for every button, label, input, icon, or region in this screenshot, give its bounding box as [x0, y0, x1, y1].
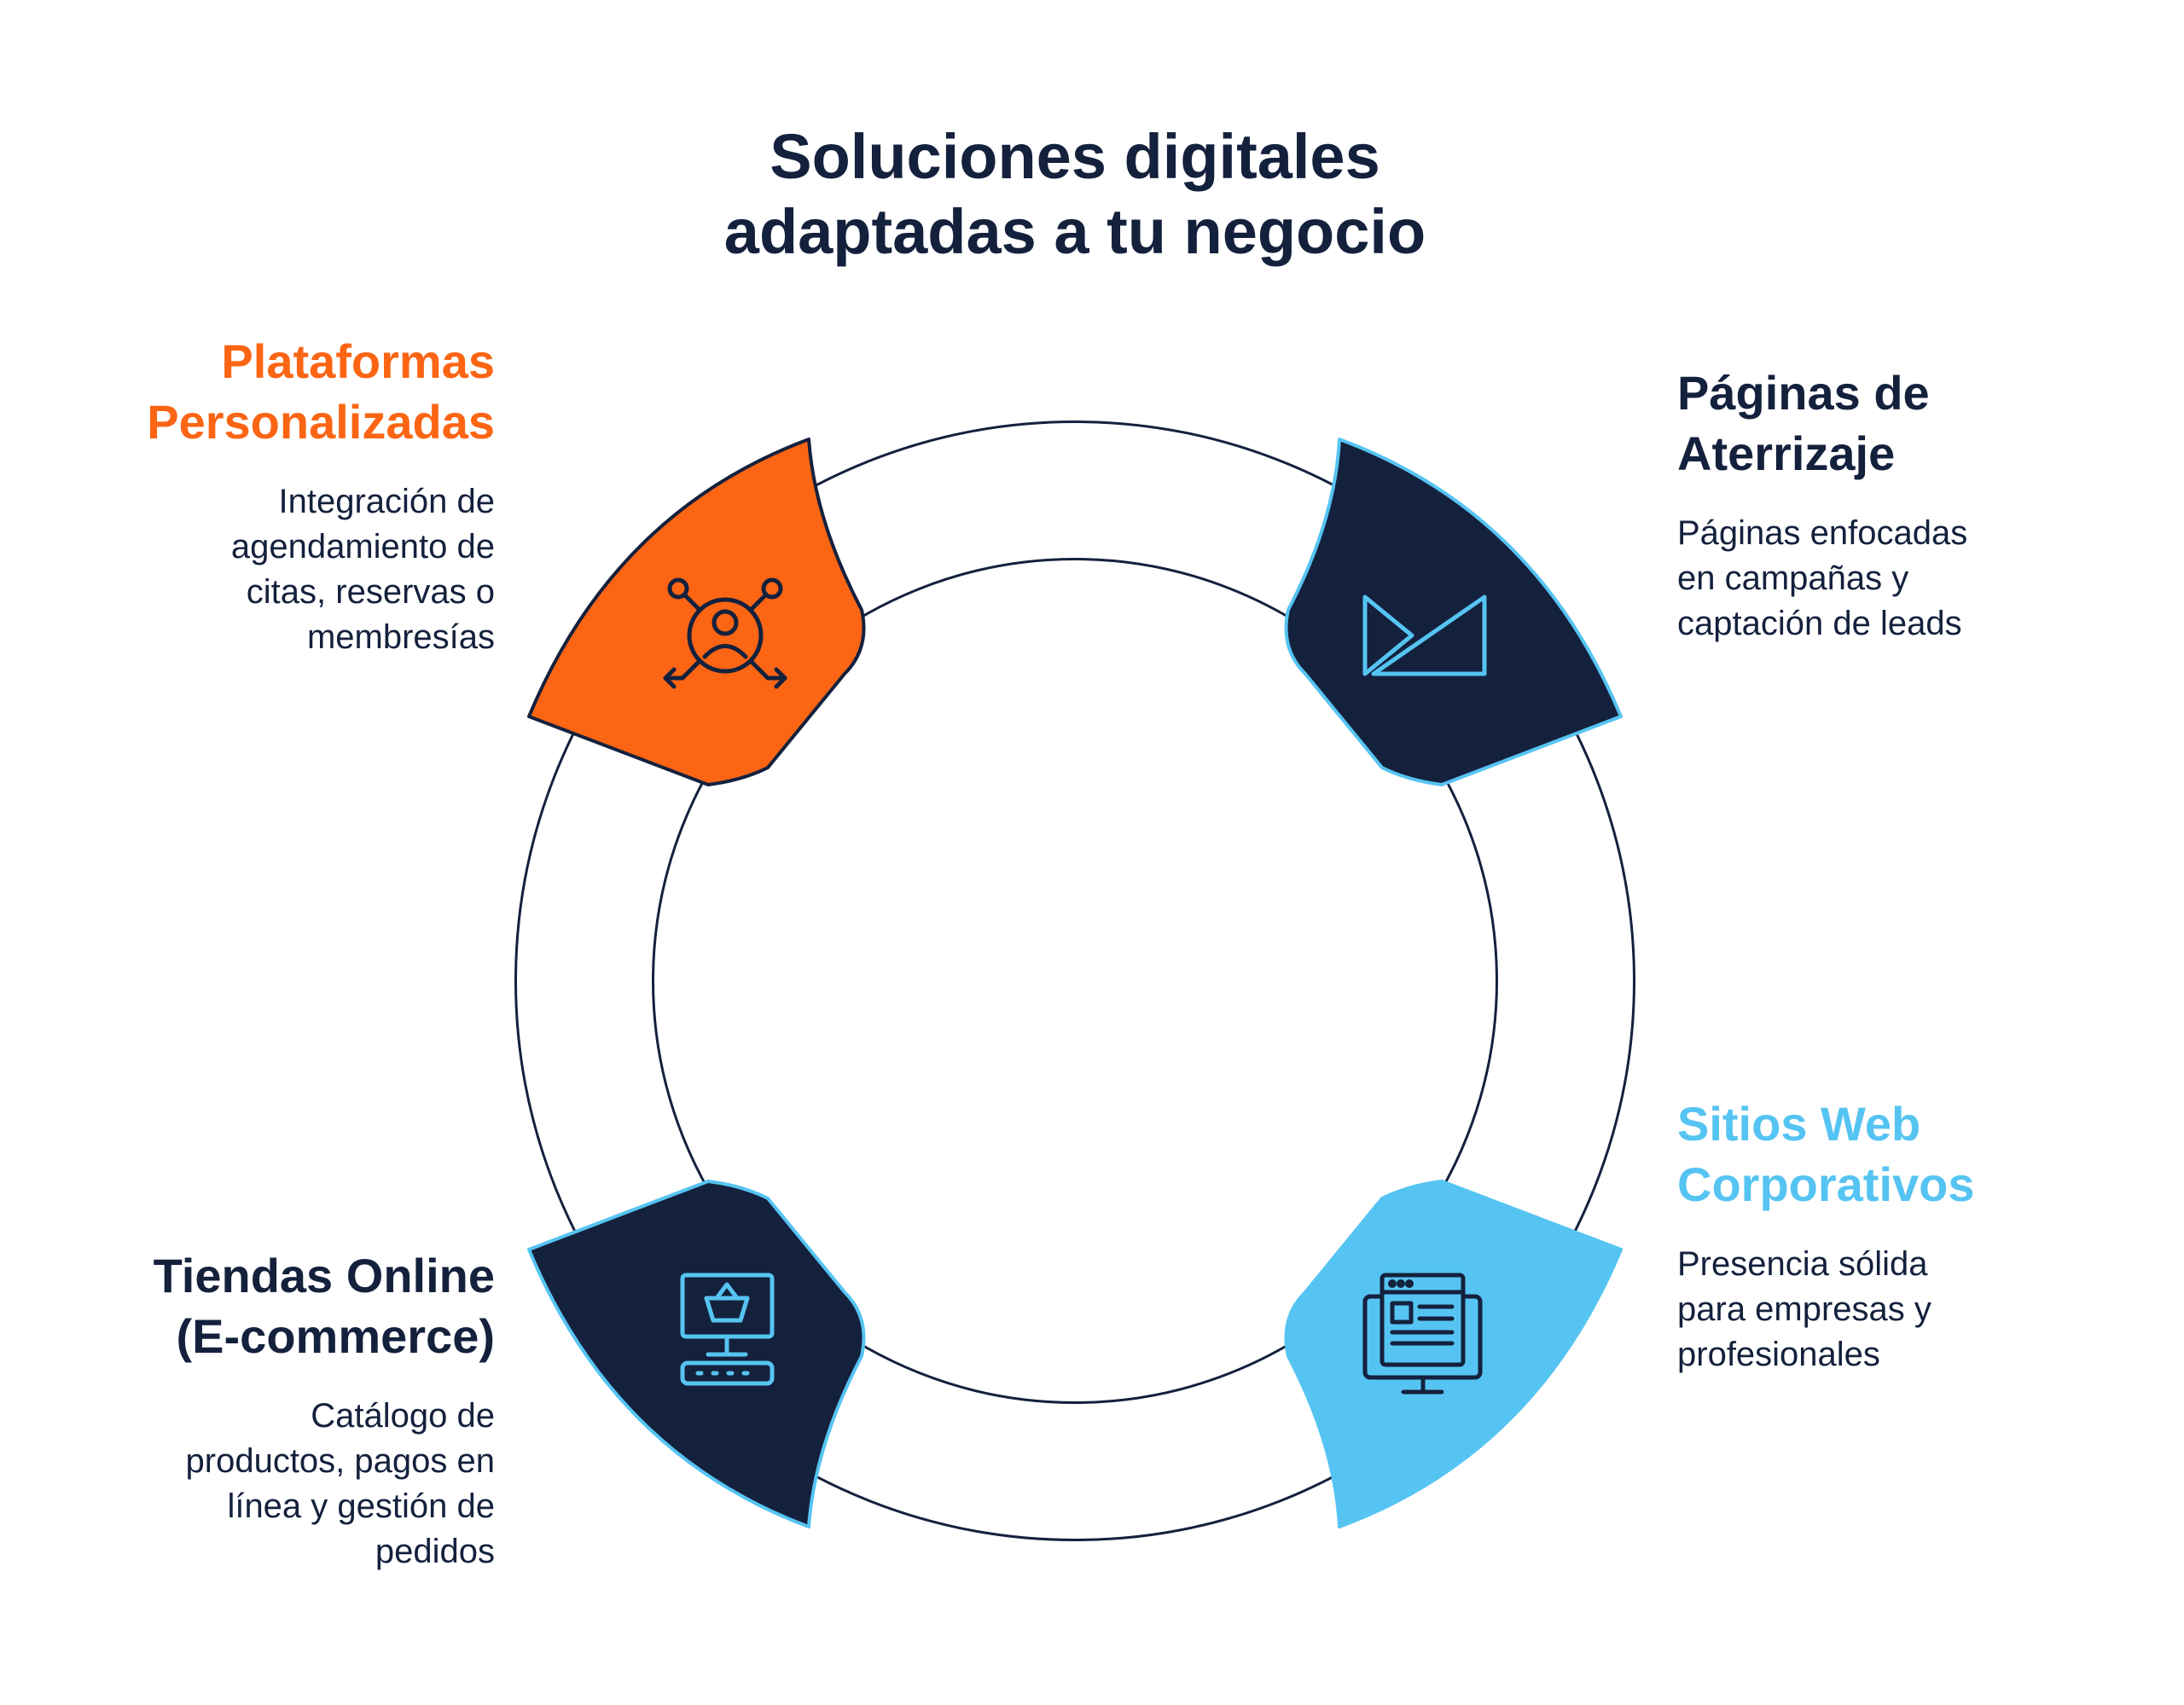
description-line: captación de leads — [1677, 605, 1962, 642]
step-heading: Tiendas Online (E-commerce) — [51, 1245, 495, 1366]
step-description: Catálogo de productos, pagos en línea y … — [51, 1394, 495, 1575]
title-line-2: adaptadas a tu negocio — [723, 196, 1426, 267]
heading-line: Plataformas — [221, 334, 495, 388]
landing-page-icon — [1362, 594, 1487, 676]
website-monitor-icon — [1362, 1273, 1483, 1395]
description-line: Integración de — [278, 483, 495, 520]
heading-line: Personalizadas — [147, 395, 495, 449]
step-description: Presencia sólida para empresas y profesi… — [1677, 1242, 2121, 1377]
step-description: Integración de agendamiento de citas, re… — [51, 479, 495, 660]
description-line: agendamiento de — [230, 528, 495, 565]
step-plataformas: Plataformas Personalizadas Integración d… — [51, 331, 495, 660]
step-tiendas: Tiendas Online (E-commerce) Catálogo de … — [51, 1245, 495, 1575]
description-line: línea y gestión de — [227, 1488, 495, 1525]
heading-line: Tiendas Online — [153, 1249, 495, 1302]
heading-line: Sitios Web — [1677, 1097, 1921, 1151]
step-heading: Páginas de Aterrizaje — [1677, 362, 2121, 484]
heading-line: Páginas de — [1677, 366, 1930, 420]
step-sitios: Sitios Web Corporativos Presencia sólida… — [1677, 1093, 2121, 1377]
step-description: Páginas enfocadas en campañas y captació… — [1677, 511, 2121, 647]
user-network-icon — [663, 577, 787, 689]
heading-line: (E-commerce) — [176, 1309, 495, 1363]
diagram-title: Soluciones digitales adaptadas a tu nego… — [0, 119, 2150, 270]
description-line: en campañas y — [1677, 560, 1909, 597]
description-line: profesionales — [1677, 1336, 1880, 1373]
segment-tiendas — [527, 1180, 866, 1528]
description-line: citas, reservas o — [246, 573, 495, 611]
step-heading: Plataformas Personalizadas — [51, 331, 495, 452]
shopping-terminal-icon — [680, 1273, 775, 1386]
description-line: membresías — [306, 618, 495, 656]
cycle-ring-fill — [517, 423, 1633, 1539]
description-line: Páginas enfocadas — [1677, 514, 1968, 552]
heading-line: Aterrizaje — [1677, 426, 1896, 480]
description-line: pedidos — [375, 1533, 495, 1570]
description-line: Presencia sólida — [1677, 1245, 1928, 1283]
description-line: productos, pagos en — [185, 1442, 495, 1480]
step-paginas: Páginas de Aterrizaje Páginas enfocadas … — [1677, 362, 2121, 647]
heading-line: Corporativos — [1677, 1157, 1975, 1211]
title-line-1: Soluciones digitales — [770, 121, 1380, 192]
description-line: Catálogo de — [311, 1397, 495, 1435]
segment-paginas — [1284, 438, 1623, 786]
step-heading: Sitios Web Corporativos — [1677, 1093, 2121, 1215]
description-line: para empresas y — [1677, 1290, 1931, 1328]
